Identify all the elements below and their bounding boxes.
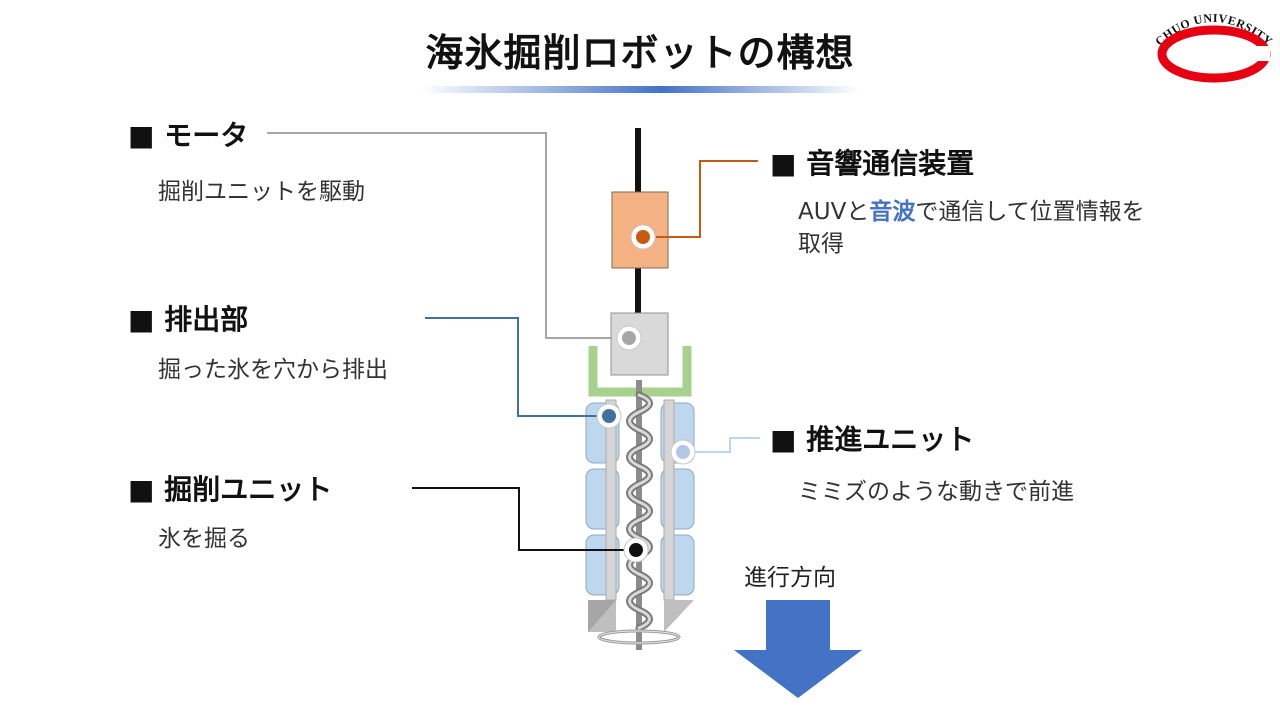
drill-marker xyxy=(623,537,649,563)
direction-arrow-icon xyxy=(734,600,862,698)
acoustic-desc-line2: 取得 xyxy=(798,231,844,257)
discharge-desc: 掘った氷を穴から排出 xyxy=(158,357,388,383)
drill-heading: ■ 掘削ユニット xyxy=(128,473,333,506)
acoustic-desc-pre: AUVと xyxy=(798,199,870,225)
motor-marker xyxy=(616,325,642,351)
university-logo: CHUO UNIVERSITY xyxy=(1152,11,1274,83)
drill-screw xyxy=(597,380,681,650)
acoustic-leader-line xyxy=(656,160,758,238)
acoustic-desc-accent: 音波 xyxy=(869,199,916,225)
discharge-leader-line xyxy=(425,317,597,417)
propulsion-heading: ■ 推進ユニット xyxy=(770,423,975,456)
drill-desc: 氷を掘る xyxy=(158,526,250,552)
motor-heading: ■ モータ xyxy=(128,119,249,152)
propulsion-leader-line xyxy=(695,437,760,453)
direction-label: 進行方向 xyxy=(744,565,836,591)
acoustic-desc: AUVと音波で通信して位置情報を 取得 xyxy=(798,196,1145,260)
acoustic-marker xyxy=(630,224,656,250)
title-underline xyxy=(420,86,860,93)
page-title: 海氷掘削ロボットの構想 xyxy=(425,31,855,75)
acoustic-desc-post: で通信して位置情報を xyxy=(915,199,1145,225)
propulsion-desc: ミミズのような動きで前進 xyxy=(798,479,1074,505)
acoustic-heading: ■ 音響通信装置 xyxy=(770,147,975,180)
propulsion-marker xyxy=(670,439,696,465)
drill-leader-line xyxy=(412,487,624,551)
cutter-right xyxy=(664,600,694,632)
discharge-marker xyxy=(596,403,622,429)
motor-desc: 掘削ユニットを駆動 xyxy=(158,179,365,205)
motor-leader-line xyxy=(267,132,612,339)
discharge-heading: ■ 排出部 xyxy=(128,303,249,336)
